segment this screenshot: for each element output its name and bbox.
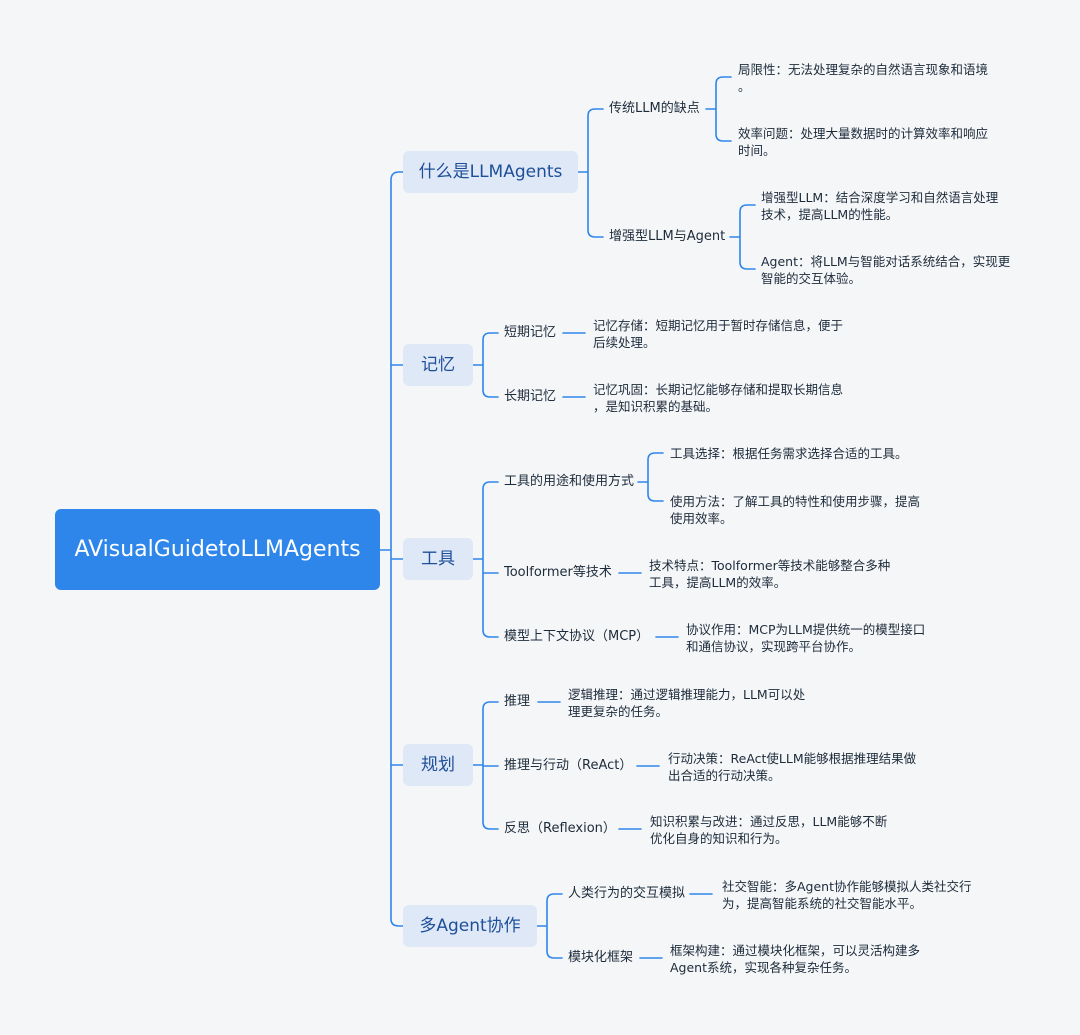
leaf-memory-storage[interactable]: 记忆存储：短期记忆用于暂时存储信息，便于 后续处理。 [593, 317, 868, 351]
leaf-line: 出合适的行动决策。 [668, 768, 781, 783]
leaf-line: 社交智能：多Agent协作能够模拟人类社交行 [722, 879, 972, 894]
leaf-action-decision[interactable]: 行动决策：ReAct使LLM能够根据推理结果做 出合适的行动决策。 [668, 750, 943, 784]
leaf-line: 技术，提高LLM的性能。 [761, 207, 899, 222]
leaf-efficiency[interactable]: 效率问题：处理大量数据时的计算效率和响应 时间。 [738, 125, 1013, 159]
leaf-line: 智能的交互体验。 [761, 271, 862, 286]
node-tool-usage[interactable]: 工具的用途和使用方式 [504, 474, 635, 489]
node-mcp[interactable]: 模型上下文协议（MCP） [504, 629, 650, 644]
leaf-line: 时间。 [738, 143, 776, 158]
leaf-line: 技术特点：Toolformer等技术能够整合多种 [649, 558, 891, 573]
leaf-social-intelligence[interactable]: 社交智能：多Agent协作能够模拟人类社交行 为，提高智能系统的社交智能水平。 [722, 878, 997, 912]
leaf-line: 协议作用：MCP为LLM提供统一的模型接口 [686, 622, 926, 637]
leaf-line: 增强型LLM：结合深度学习和自然语言处理 [761, 190, 999, 205]
node-human-interaction-sim[interactable]: 人类行为的交互模拟 [568, 886, 686, 901]
node-planning[interactable]: 规划 [403, 744, 473, 786]
node-react[interactable]: 推理与行动（ReAct） [504, 758, 633, 773]
leaf-line: 行动决策：ReAct使LLM能够根据推理结果做 [668, 751, 917, 766]
node-long-term-memory[interactable]: 长期记忆 [504, 389, 557, 404]
node-reasoning[interactable]: 推理 [504, 694, 531, 709]
leaf-line: 。 [738, 79, 751, 94]
leaf-usage-method[interactable]: 使用方法：了解工具的特性和使用步骤，提高 使用效率。 [670, 493, 945, 527]
leaf-framework-build[interactable]: 框架构建：通过模块化框架，可以灵活构建多 Agent系统，实现各种复杂任务。 [670, 942, 945, 976]
node-reflexion[interactable]: 反思（Reflexion） [504, 821, 616, 836]
node-modular-framework[interactable]: 模块化框架 [568, 950, 634, 965]
leaf-line: 为，提高智能系统的社交智能水平。 [722, 896, 923, 911]
node-short-term-memory[interactable]: 短期记忆 [504, 325, 557, 340]
leaf-tech-features[interactable]: 技术特点：Toolformer等技术能够整合多种 工具，提高LLM的效率。 [649, 557, 924, 591]
leaf-line: 逻辑推理：通过逻辑推理能力，LLM可以处 [568, 687, 806, 702]
leaf-line: 记忆巩固：长期记忆能够存储和提取长期信息 [593, 382, 844, 397]
leaf-line: 使用方法：了解工具的特性和使用步骤，提高 [670, 494, 921, 509]
node-toolformer[interactable]: Toolformer等技术 [504, 565, 612, 580]
leaf-logical-reasoning[interactable]: 逻辑推理：通过逻辑推理能力，LLM可以处 理更复杂的任务。 [568, 686, 843, 720]
leaf-line: 局限性：无法处理复杂的自然语言现象和语境 [738, 62, 989, 77]
leaf-line: 和通信协议，实现跨平台协作。 [686, 639, 862, 654]
leaf-line: 记忆存储：短期记忆用于暂时存储信息，便于 [593, 318, 844, 333]
leaf-line: 后续处理。 [593, 335, 656, 350]
leaf-line: Agent：将LLM与智能对话系统结合，实现更 [761, 254, 1011, 269]
leaf-tool-selection[interactable]: 工具选择：根据任务需求选择合适的工具。 [670, 445, 945, 462]
node-what-is-llm-agents[interactable]: 什么是LLMAgents [403, 151, 578, 193]
leaf-line: Agent系统，实现各种复杂任务。 [670, 960, 858, 975]
node-enhanced-llm-agent[interactable]: 增强型LLM与Agent [609, 229, 726, 244]
leaf-limitations[interactable]: 局限性：无法处理复杂的自然语言现象和语境 。 [738, 61, 1013, 95]
leaf-line: ，是知识积累的基础。 [593, 399, 719, 414]
leaf-knowledge-improvement[interactable]: 知识积累与改进：通过反思，LLM能够不断 优化自身的知识和行为。 [650, 813, 925, 847]
leaf-line: 使用效率。 [670, 511, 733, 526]
leaf-line: 理更复杂的任务。 [568, 704, 669, 719]
root-node[interactable]: AVisualGuidetoLLMAgents [55, 509, 380, 590]
node-traditional-llm-drawbacks[interactable]: 传统LLM的缺点 [609, 101, 700, 116]
node-tools[interactable]: 工具 [403, 538, 473, 580]
leaf-line: 知识积累与改进：通过反思，LLM能够不断 [650, 814, 888, 829]
leaf-line: 工具选择：根据任务需求选择合适的工具。 [670, 446, 908, 461]
leaf-enhanced-llm[interactable]: 增强型LLM：结合深度学习和自然语言处理 技术，提高LLM的性能。 [761, 189, 1036, 223]
leaf-line: 工具，提高LLM的效率。 [649, 575, 787, 590]
leaf-line: 优化自身的知识和行为。 [650, 831, 788, 846]
leaf-line: 效率问题：处理大量数据时的计算效率和响应 [738, 126, 989, 141]
leaf-agent[interactable]: Agent：将LLM与智能对话系统结合，实现更 智能的交互体验。 [761, 253, 1036, 287]
leaf-protocol-role[interactable]: 协议作用：MCP为LLM提供统一的模型接口 和通信协议，实现跨平台协作。 [686, 621, 961, 655]
node-memory[interactable]: 记忆 [403, 344, 473, 386]
node-multi-agent[interactable]: 多Agent协作 [403, 905, 537, 947]
leaf-line: 框架构建：通过模块化框架，可以灵活构建多 [670, 943, 921, 958]
leaf-memory-consolidation[interactable]: 记忆巩固：长期记忆能够存储和提取长期信息 ，是知识积累的基础。 [593, 381, 868, 415]
